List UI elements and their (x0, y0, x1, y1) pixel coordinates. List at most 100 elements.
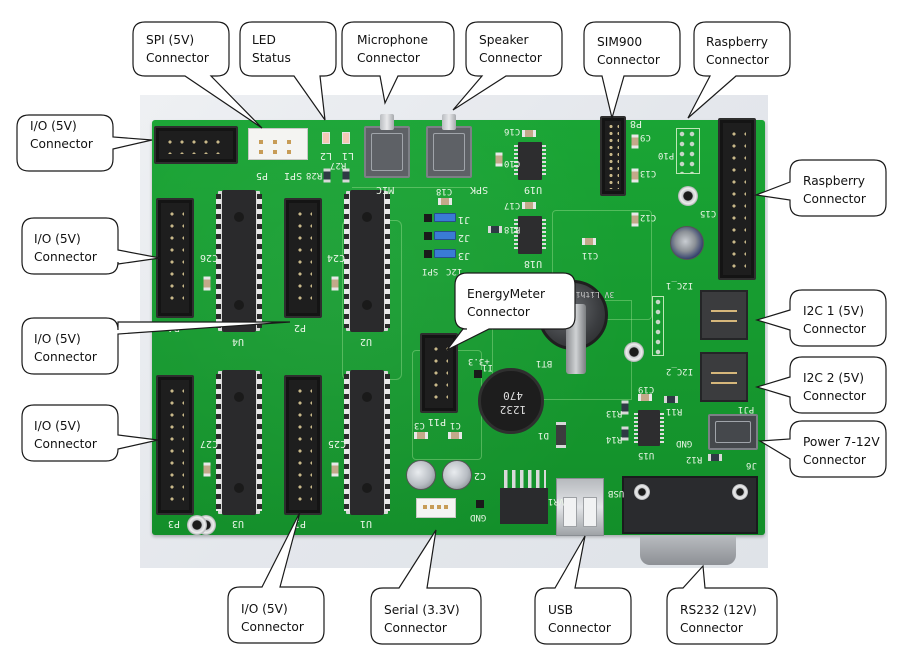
usb-connector (556, 478, 604, 536)
resistor-r11 (664, 396, 678, 403)
callout-line1: Raspberry (706, 35, 769, 49)
inductor-label-line1: 470 (503, 389, 523, 403)
silk-l2: L2 (320, 150, 333, 161)
callout-line1: I/O (5V) (34, 332, 81, 346)
silk-c3: C3 (414, 420, 425, 430)
silk-p1: P1 (294, 518, 307, 529)
db9-shell (640, 535, 736, 565)
silk-bt1: BT1 (536, 358, 553, 368)
electrolytic-capacitor (406, 460, 436, 490)
smd-ic-u15 (634, 410, 664, 446)
silk-i2c-2: I2C_2 (666, 366, 694, 376)
callout-line1: Power 7-12V (803, 435, 880, 449)
silk-p3: P3 (168, 518, 181, 529)
jumper-pin (424, 232, 432, 240)
mounting-hole-bottom-left (187, 515, 207, 535)
io-header-p1 (284, 375, 322, 515)
capacitor-c3 (414, 432, 428, 439)
callout-io-left-1: I/O (5V)Connector (34, 230, 97, 266)
silk-c17: C17 (504, 200, 521, 210)
callout-line2: Connector (467, 305, 530, 319)
callout-line1: RS232 (12V) (680, 603, 757, 617)
silk-u3: U3 (232, 518, 245, 529)
status-led-l2 (322, 132, 330, 144)
jumper-j1[interactable] (434, 213, 456, 222)
callout-line1: I/O (5V) (241, 602, 288, 616)
silk-vr1: VR1 (548, 496, 565, 506)
jumper-j2[interactable] (434, 231, 456, 240)
callout-i2c2: I2C 2 (5V)Connector (803, 369, 866, 405)
silk-spi-jumper: SPI (422, 266, 439, 276)
callout-serial: Serial (3.3V)Connector (384, 601, 460, 637)
status-led-l1 (342, 132, 350, 144)
trace (352, 180, 472, 188)
silk-u15: U15 (638, 450, 655, 460)
silk-r14: R14 (606, 434, 623, 444)
callout-line1: Raspberry (803, 174, 866, 188)
jumper-pin (424, 250, 432, 258)
resistor-r18 (488, 226, 502, 233)
microphone-jack (364, 114, 410, 178)
capacitor-c25 (331, 462, 339, 477)
callout-line2: Connector (384, 621, 447, 635)
silk-r11: R11 (666, 406, 683, 416)
silk-p4: P4 (168, 322, 181, 333)
power-jack (708, 414, 758, 450)
header-p10 (676, 128, 700, 174)
db9-screw (634, 484, 650, 500)
callout-spi: SPI (5V)Connector (146, 31, 209, 67)
callout-line1: I2C 2 (5V) (803, 371, 864, 385)
callout-line2: Connector (479, 51, 542, 65)
silk-j6: J6 (746, 460, 757, 470)
callout-i2c1: I2C 1 (5V)Connector (803, 302, 866, 338)
callout-line2: Connector (803, 322, 866, 336)
callout-io-bottom: I/O (5V) Connector (241, 600, 304, 636)
silk-j1: J1 (458, 214, 471, 225)
capacitor-c13 (631, 168, 639, 183)
spi-connector (248, 128, 308, 160)
silk-u4: U4 (232, 336, 245, 347)
silk-p11: P11 (428, 416, 447, 427)
callout-line1: USB (548, 603, 574, 617)
callout-line1: Microphone (357, 33, 428, 47)
callout-line2: Connector (597, 53, 660, 67)
silk-c15: C15 (700, 208, 717, 218)
dip-chip-u3 (216, 370, 262, 515)
silk-gnd: GND (470, 512, 487, 522)
capacitor-c27 (203, 462, 211, 477)
silk-c12: C12 (640, 212, 657, 222)
silk-gnd-2: GND (676, 438, 693, 448)
standoff (678, 186, 698, 206)
silk-i2c-jumper: I2C (446, 266, 463, 276)
inductor-label-line2: 1232 (499, 403, 527, 417)
resistor-r13 (621, 400, 629, 415)
silk-j3: J3 (458, 250, 471, 261)
capacitor-c18 (438, 198, 452, 205)
callout-line2: Connector (34, 437, 97, 451)
silk-c1: C1 (450, 420, 461, 430)
silk-l1: L1 (342, 150, 355, 161)
i2c-connector-2 (700, 352, 748, 402)
jumper-j3[interactable] (434, 249, 456, 258)
dip-chip-u2 (344, 190, 390, 332)
silk-c24: C24 (327, 252, 346, 263)
callout-line2: Connector (34, 350, 97, 364)
callout-rs232: RS232 (12V)Connector (680, 601, 757, 637)
io-header-p4 (156, 198, 194, 318)
silk-u1: U1 (360, 518, 373, 529)
silk-c27: C27 (200, 438, 219, 449)
silk-i1: I1 (482, 362, 493, 372)
raspberry-header (718, 118, 756, 280)
io-header-p3 (156, 375, 194, 515)
silk-p8: P8 (630, 118, 643, 129)
silk-u19: U19 (524, 184, 543, 195)
callout-line2: Connector (241, 620, 304, 634)
silk-r28: R28 (306, 170, 323, 180)
silk-spi: SPI (284, 170, 303, 181)
silk-spk: SPK (470, 184, 489, 195)
